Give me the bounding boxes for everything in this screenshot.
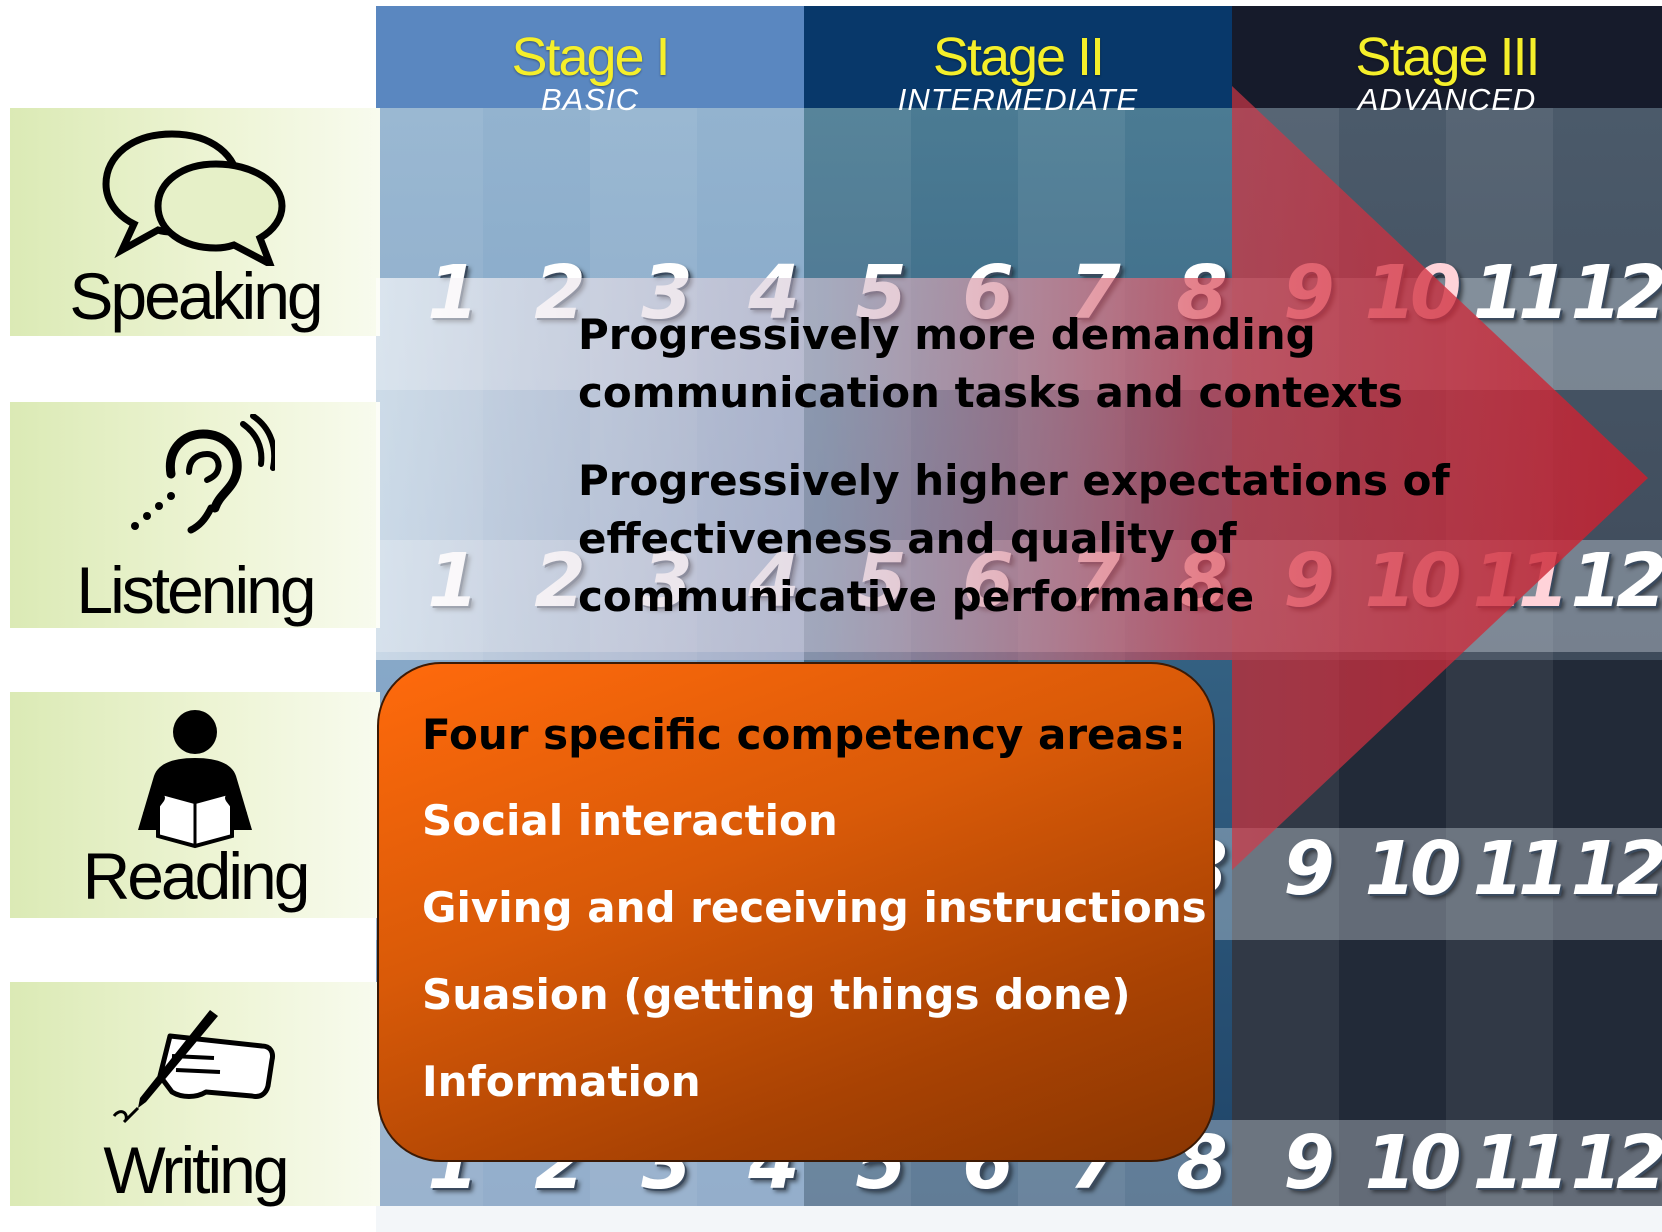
grade-10: 10: [1364, 826, 1462, 912]
progression-line-2c: communicative performance: [578, 572, 1255, 621]
stage1-title: Stage I: [511, 27, 670, 87]
competency-item: Giving and receiving instructions: [422, 883, 1207, 932]
progression-line-2a: Progressively higher expectations of: [578, 456, 1450, 505]
writing-hand-icon: [112, 1010, 275, 1124]
skill-label-speaking: Speaking: [69, 259, 323, 333]
grade-11: 11: [1472, 826, 1570, 912]
progression-text-1: Progressively more demanding communicati…: [578, 306, 1638, 422]
grade-9: 9: [1283, 826, 1335, 912]
stage2-subtitle: INTERMEDIATE: [897, 82, 1139, 117]
competency-item: Social interaction: [422, 796, 838, 845]
grade-11: 11: [1472, 1120, 1570, 1206]
skill-row-writing: Writing: [10, 982, 380, 1207]
grade-12: 12: [1570, 826, 1662, 912]
progression-text-2: Progressively higher expectations of eff…: [578, 452, 1638, 626]
progression-line-2b: effectiveness and quality of: [578, 514, 1237, 563]
stage1-subtitle: BASIC: [540, 82, 640, 117]
stage2-title: Stage II: [932, 27, 1105, 87]
stage1-header: Stage I BASIC: [376, 6, 804, 115]
skill-row-reading: Reading: [10, 692, 380, 918]
speech-bubbles-icon: [102, 130, 286, 266]
competency-item: Information: [422, 1057, 701, 1106]
grade-12: 12: [1570, 1120, 1662, 1206]
progression-arrow: [376, 86, 1648, 870]
ear-icon: [131, 414, 275, 534]
competency-item: Suasion (getting things done): [422, 970, 1131, 1019]
progression-line-1b: communication tasks and contexts: [578, 368, 1403, 417]
skill-label-writing: Writing: [103, 1133, 289, 1207]
skill-row-speaking: Speaking: [10, 108, 380, 336]
stage3-title: Stage III: [1355, 27, 1540, 87]
stage3-subtitle: ADVANCED: [1357, 82, 1537, 117]
stage2-header: Stage II INTERMEDIATE: [804, 6, 1232, 115]
competency-title: Four specific competency areas:: [422, 710, 1186, 759]
skill-label-listening: Listening: [76, 553, 316, 627]
competency-box: Four specific competency areas: Social i…: [377, 662, 1215, 1162]
grade-12: 12: [1570, 538, 1662, 624]
grade-9: 9: [1283, 1120, 1335, 1206]
reading-person-icon: [138, 710, 252, 849]
grade-10: 10: [1364, 1120, 1462, 1206]
stage3-header: Stage III ADVANCED: [1232, 6, 1662, 115]
grade-11: 11: [1472, 250, 1570, 336]
grade-12: 12: [1570, 250, 1662, 336]
progression-line-1a: Progressively more demanding: [578, 310, 1316, 359]
skill-row-listening: Listening: [10, 402, 380, 628]
skill-label-reading: Reading: [82, 839, 311, 913]
